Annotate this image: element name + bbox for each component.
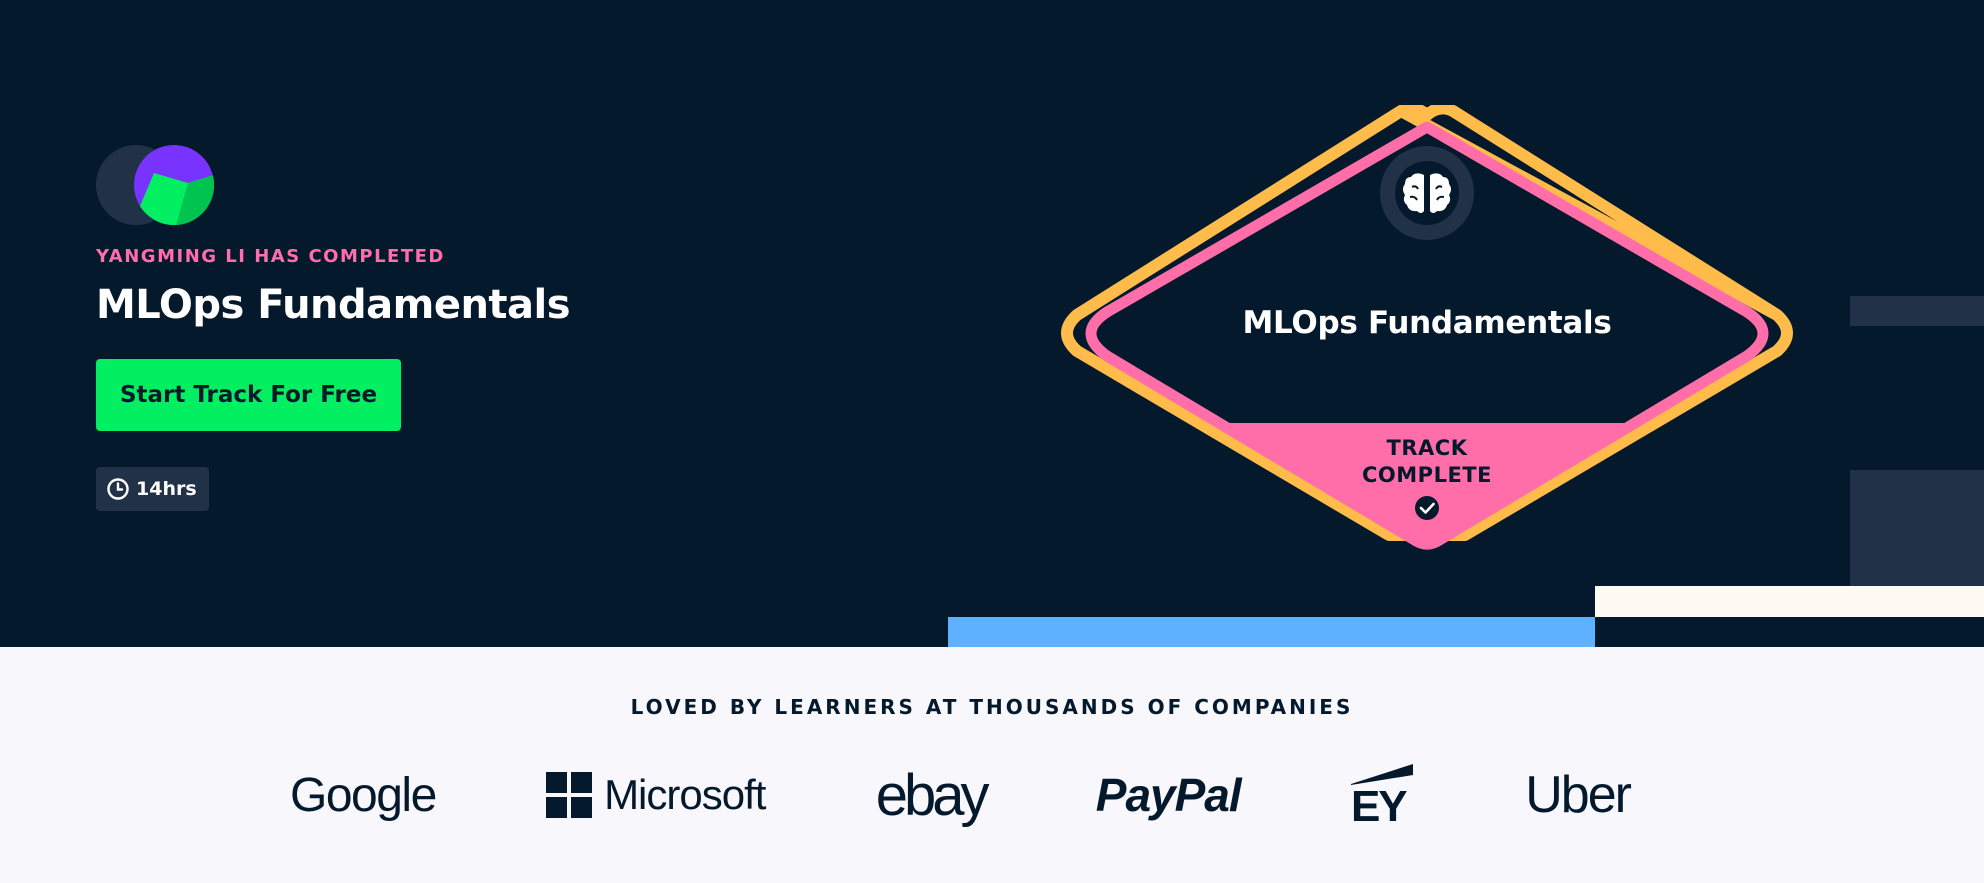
brain-icon xyxy=(1403,173,1451,213)
microsoft-grid-icon xyxy=(546,772,593,818)
ey-logo: EY xyxy=(1350,763,1415,831)
track-logo-icon xyxy=(96,145,214,225)
badge-status-line-2: COMPLETE xyxy=(1362,463,1492,487)
ebay-logo: ebay xyxy=(875,762,990,828)
microsoft-logo: Microsoft xyxy=(546,771,766,819)
badge-status: TRACK COMPLETE xyxy=(1327,435,1527,489)
track-badge xyxy=(1061,105,1793,550)
clock-icon xyxy=(107,478,129,500)
badge-status-line-1: TRACK xyxy=(1386,436,1468,460)
paypal-logo: PayPal xyxy=(1095,769,1242,821)
duration-badge: 14hrs xyxy=(96,467,209,511)
duration-value: 14hrs xyxy=(136,478,197,500)
decor-slate-block xyxy=(1850,470,1984,586)
decor-blue-bar xyxy=(948,617,1595,647)
badge-title: MLOps Fundamentals xyxy=(1242,305,1612,341)
microsoft-wordmark: Microsoft xyxy=(604,771,766,818)
google-logo: Google xyxy=(290,768,437,822)
ey-wordmark: EY xyxy=(1350,782,1408,831)
hero-section: Yangming Li has completed MLOps Fundamen… xyxy=(0,0,1984,647)
companies-title: LOVED BY LEARNERS AT THOUSANDS OF COMPAN… xyxy=(630,695,1354,719)
uber-logo: Uber xyxy=(1525,766,1632,824)
decor-cream-bar xyxy=(1595,586,1984,617)
decor-slate-bar xyxy=(1850,296,1984,326)
start-track-button[interactable]: Start Track For Free xyxy=(96,359,401,431)
page-title: MLOps Fundamentals xyxy=(96,282,571,328)
ey-beam-icon xyxy=(1350,764,1413,785)
completed-by-label: Yangming Li has completed xyxy=(96,246,445,267)
companies-section: LOVED BY LEARNERS AT THOUSANDS OF COMPAN… xyxy=(0,647,1984,883)
company-logos: Google Microsoft ebay PayPal EY Uber xyxy=(290,755,1632,835)
